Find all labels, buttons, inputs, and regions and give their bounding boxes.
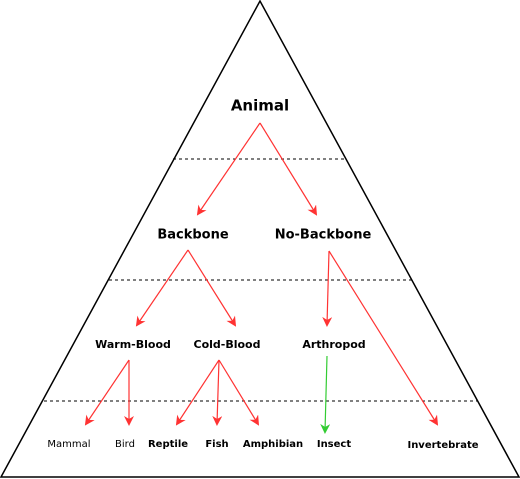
node-animal: Animal — [231, 97, 289, 115]
arrow-arthropod-insect — [320, 355, 331, 434]
node-warm-blood: Warm-Blood — [95, 338, 171, 351]
node-amphibian: Amphibian — [243, 439, 303, 450]
arrow-nobackbone-arthropod — [322, 250, 333, 327]
arrow-animal-nobackbone — [259, 122, 318, 216]
arrow-nobackbone-invertebrate — [328, 250, 439, 426]
node-backbone: Backbone — [157, 228, 229, 243]
node-insect: Insect — [317, 439, 352, 450]
arrow-coldblood-amphibian — [218, 359, 260, 426]
arrow-warmblood-mammal — [84, 359, 130, 426]
arrow-animal-backbone — [196, 122, 261, 216]
arrow-backbone-warmblood — [135, 249, 189, 327]
node-bird: Bird — [115, 439, 135, 450]
arrow-coldblood-reptile — [175, 359, 220, 426]
node-reptile: Reptile — [148, 439, 188, 450]
arrow-coldblood-fish — [212, 359, 223, 426]
arrow-backbone-coldblood — [187, 249, 237, 327]
node-invertebrate: Invertebrate — [407, 440, 478, 451]
node-fish: Fish — [205, 439, 228, 450]
node-cold-blood: Cold-Blood — [194, 338, 261, 351]
node-arthropod: Arthropod — [302, 338, 365, 351]
node-mammal: Mammal — [47, 439, 90, 450]
node-no-backbone: No-Backbone — [275, 228, 372, 243]
